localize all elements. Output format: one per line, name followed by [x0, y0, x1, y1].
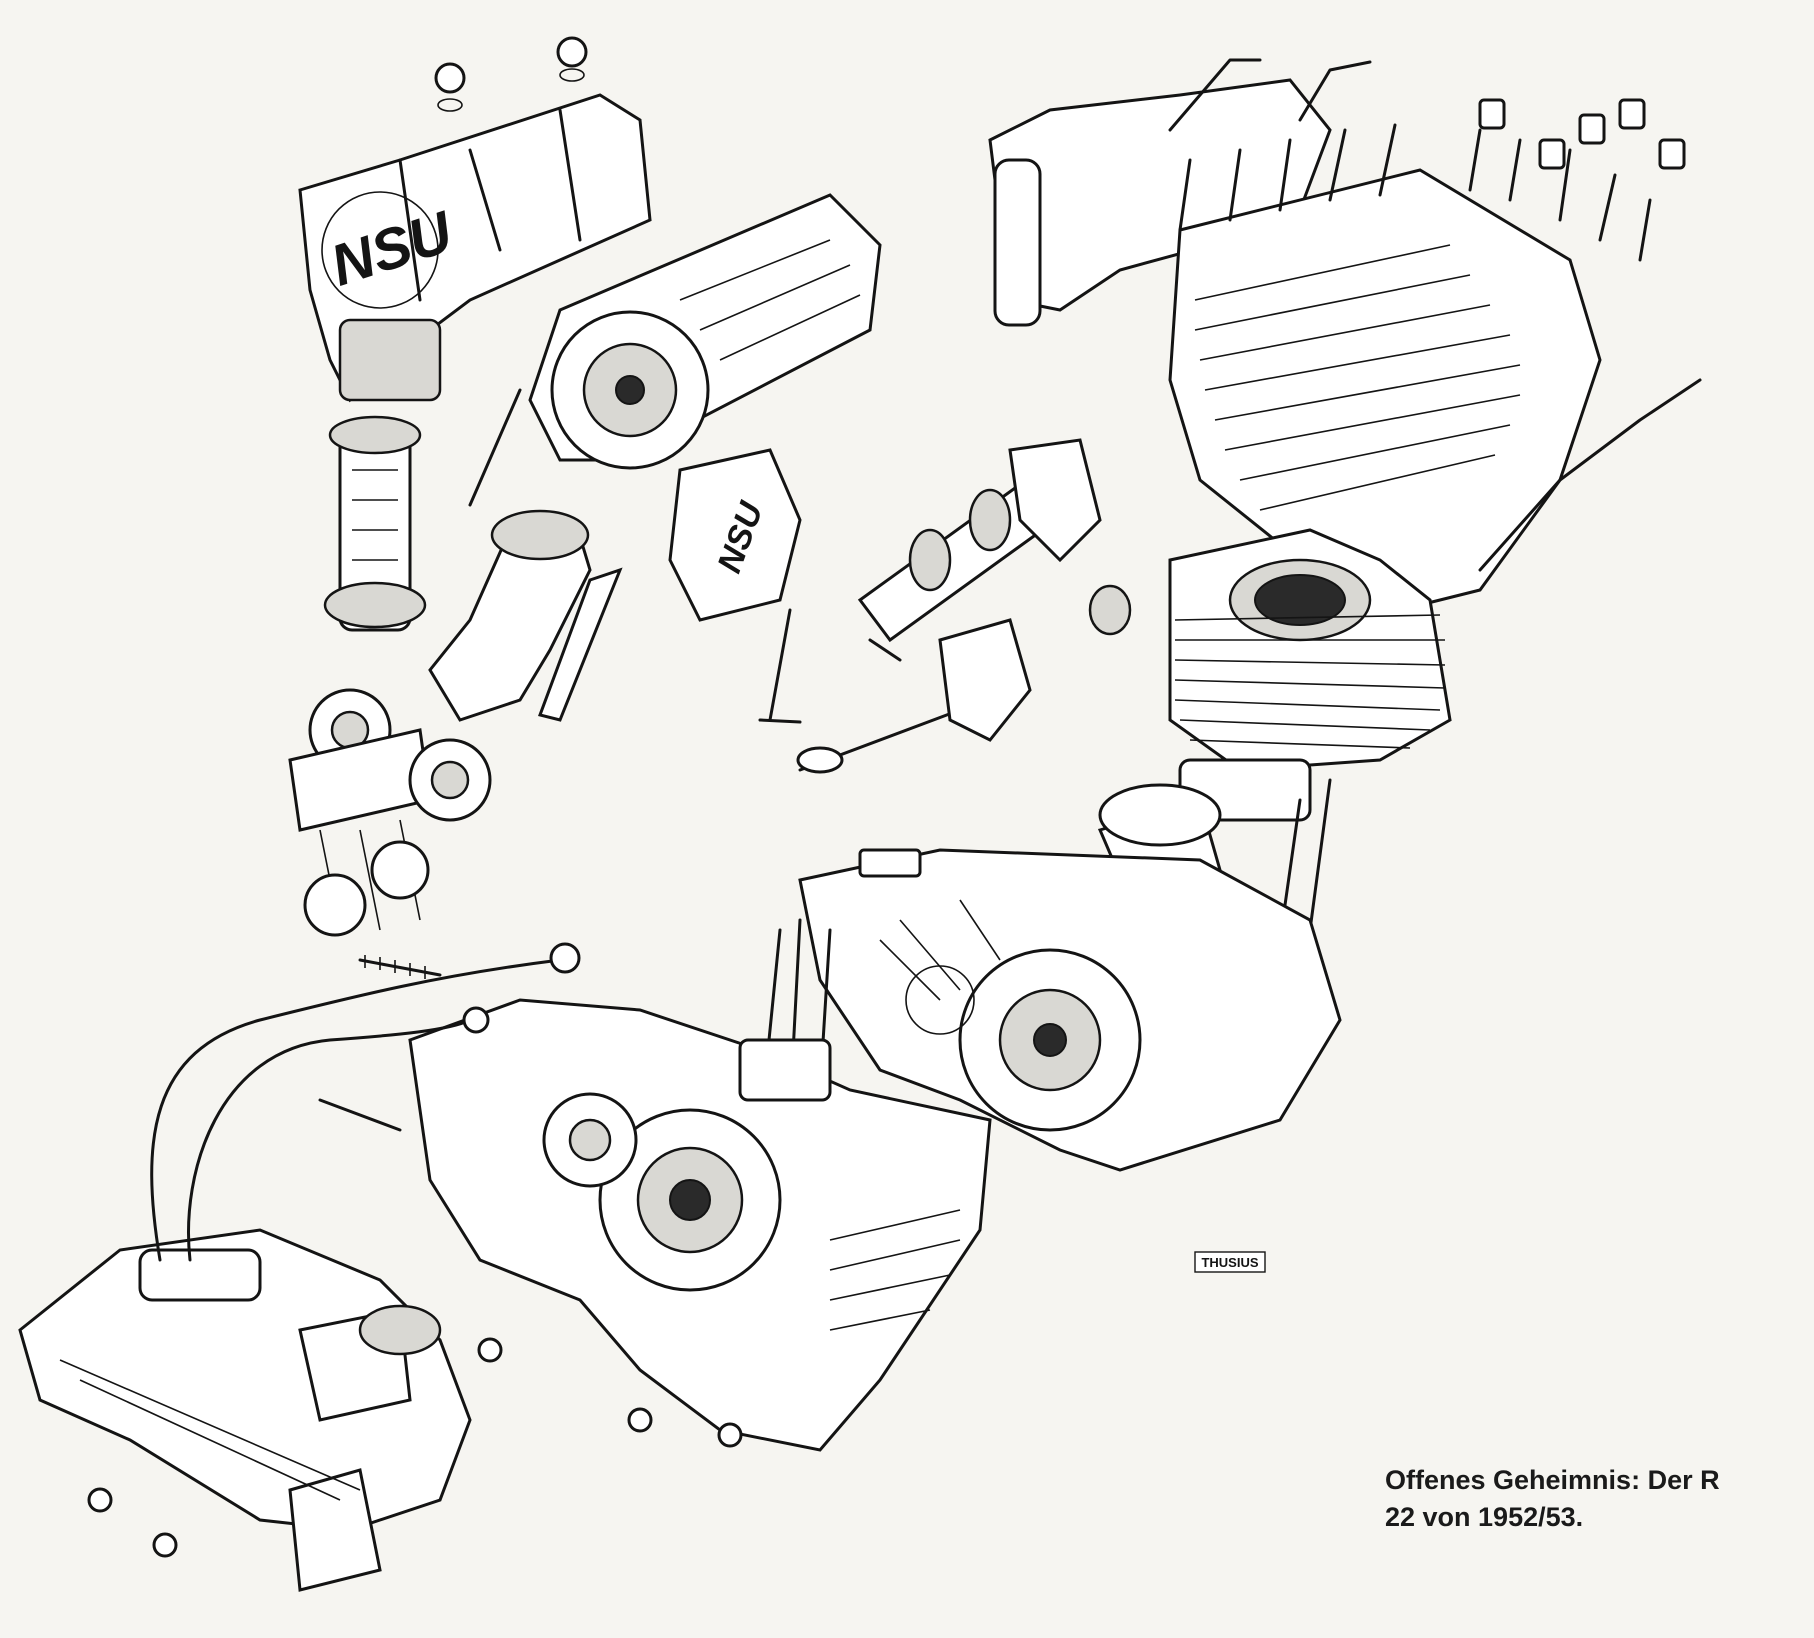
hex-nuts-top: [434, 36, 588, 112]
timing-housing: NSU: [298, 93, 652, 403]
thusius-signature: THUSIUS: [1201, 1255, 1258, 1270]
cylinder-head-assembly: [988, 58, 1702, 612]
bevel-shaft-left: [323, 415, 427, 632]
gear-cover-small: NSU: [668, 448, 802, 622]
magneto-cover: [18, 1228, 472, 1592]
ignition-leads: [150, 942, 581, 1262]
camshaft: [857, 438, 1102, 643]
camshaft-tube: [468, 193, 882, 507]
crankcase: [758, 848, 1342, 1172]
artist-signature: THUSIUS: [1194, 1251, 1266, 1273]
figure-caption: Offenes Geheimnis: Der R 22 von 1952/53.: [1385, 1462, 1720, 1536]
gearbox-housing: [408, 998, 992, 1452]
caption-line-2: 22 von 1952/53.: [1385, 1502, 1584, 1532]
valves: [758, 584, 1132, 774]
gear-stack-left: [288, 688, 492, 937]
hex-nuts-bottom: [87, 1337, 743, 1558]
drive-chain: [318, 955, 442, 1132]
caption-line-1: Offenes Geheimnis: Der R: [1385, 1465, 1720, 1495]
bevel-shaft-middle: [428, 509, 623, 722]
